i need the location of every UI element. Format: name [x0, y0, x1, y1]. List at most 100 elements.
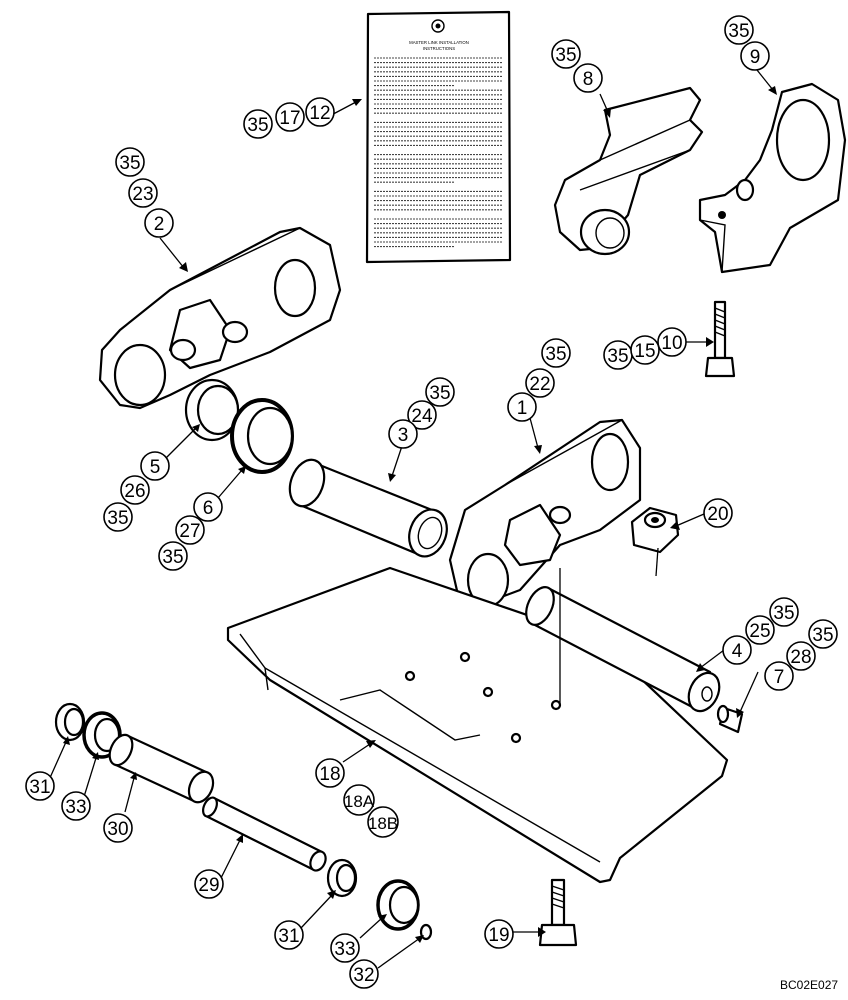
- callout-9: 9: [740, 41, 770, 71]
- callout-35-3: 35: [425, 377, 455, 407]
- callout-label: 18A: [344, 792, 375, 811]
- callout-label: 35: [119, 153, 140, 174]
- callout-33a: 33: [61, 791, 91, 821]
- callout-label: 35: [728, 21, 749, 42]
- callout-24: 24: [407, 400, 437, 430]
- callout-circle: [808, 619, 838, 649]
- master-link-half-8: [553, 86, 704, 256]
- callout-30: 30: [103, 813, 133, 843]
- callout-29: 29: [194, 869, 224, 899]
- callout-label: 29: [198, 875, 219, 896]
- callout-35-6: 35: [158, 541, 188, 571]
- callout-label: 35: [773, 603, 794, 624]
- callout-label: 30: [107, 819, 128, 840]
- callout-label: 27: [179, 521, 200, 542]
- callout-4: 4: [722, 635, 752, 665]
- callout-circle: [769, 597, 799, 627]
- callout-label: 9: [750, 47, 761, 68]
- callout-circle: [541, 338, 571, 368]
- callout-3: 3: [388, 419, 418, 449]
- callout-circle: [630, 335, 660, 365]
- callout-5: 5: [140, 451, 170, 481]
- bushing-30: [108, 733, 215, 804]
- callout-label: 20: [707, 504, 728, 525]
- callout-circle: [703, 498, 733, 528]
- seal-33-lower: [376, 879, 420, 931]
- callout-label: 1: [517, 398, 528, 419]
- instruction-card-title: MASTER LINK INSTALLATION: [409, 40, 469, 45]
- callout-circle: [115, 147, 145, 177]
- instruction-card-body-lines: [374, 57, 502, 248]
- bushing-3: [288, 458, 448, 558]
- callout-19: 19: [484, 919, 514, 949]
- callout-circle: [330, 933, 360, 963]
- callout-circle: [525, 368, 555, 398]
- callout-20: 20: [703, 498, 733, 528]
- seal-31-lower: [326, 858, 358, 898]
- callout-31a: 31: [25, 771, 55, 801]
- callout-circle: [722, 635, 752, 665]
- callout-circle: [745, 615, 775, 645]
- callout-label: 18: [319, 764, 340, 785]
- callout-circle: [349, 959, 379, 989]
- callout-label: 23: [132, 184, 153, 205]
- callout-label: 35: [162, 547, 183, 568]
- callout-circle: [551, 39, 581, 69]
- callout-25: 25: [745, 615, 775, 645]
- callout-circle: [315, 758, 345, 788]
- callout-7: 7: [764, 661, 794, 691]
- callout-label: 33: [65, 797, 86, 818]
- callout-circle: [507, 392, 537, 422]
- callout-circle: [305, 97, 335, 127]
- callout-33b: 33: [330, 933, 360, 963]
- callout-label: 10: [661, 333, 682, 354]
- callout-label: 35: [812, 625, 833, 646]
- callout-35-2: 35: [115, 147, 145, 177]
- callout-label: 22: [529, 374, 550, 395]
- callout-label: 28: [790, 647, 811, 668]
- callout-35-9: 35: [724, 15, 754, 45]
- pin-4: [525, 586, 721, 713]
- callout-18: 18: [315, 758, 345, 788]
- callout-label: 35: [107, 508, 128, 529]
- callout-label: 31: [278, 926, 299, 947]
- bolt-10: [704, 300, 736, 378]
- callout-label: 5: [150, 457, 161, 478]
- callout-35-1: 35: [541, 338, 571, 368]
- callout-circle: [128, 178, 158, 208]
- callout-circle: [740, 41, 770, 71]
- callout-28: 28: [786, 641, 816, 671]
- callout-circle: [243, 109, 273, 139]
- callout-circle: [61, 791, 91, 821]
- callout-circle: [158, 541, 188, 571]
- callout-circle: [425, 377, 455, 407]
- callout-15: 15: [630, 335, 660, 365]
- callout-6: 6: [193, 492, 223, 522]
- track-shoe-18: [226, 566, 729, 884]
- callout-circle: [786, 641, 816, 671]
- callout-8: 8: [573, 63, 603, 93]
- callout-35-4: 35: [769, 597, 799, 627]
- callout-label: 35: [247, 115, 268, 136]
- track-link-2: [98, 226, 342, 410]
- callout-label: 17: [279, 108, 300, 129]
- callout-circle: [573, 63, 603, 93]
- pin-29: [202, 796, 327, 872]
- callout-17: 17: [275, 102, 305, 132]
- callout-circle: [657, 327, 687, 357]
- instruction-card-subtitle: INSTRUCTIONS: [423, 46, 455, 51]
- callout-35-card: 35: [243, 109, 273, 139]
- callout-circle: [194, 869, 224, 899]
- callout-label: 4: [732, 641, 743, 662]
- callout-12: 12: [305, 97, 335, 127]
- callout-circle: [275, 102, 305, 132]
- callout-circle: [25, 771, 55, 801]
- seal-31-upper: [54, 702, 86, 742]
- callout-35-10: 35: [603, 340, 633, 370]
- callout-label: 35: [555, 45, 576, 66]
- callout-label: 35: [607, 346, 628, 367]
- callout-label: 33: [334, 939, 355, 960]
- callout-circle: [484, 919, 514, 949]
- callout-label: 19: [488, 925, 509, 946]
- plug-7: [716, 704, 744, 734]
